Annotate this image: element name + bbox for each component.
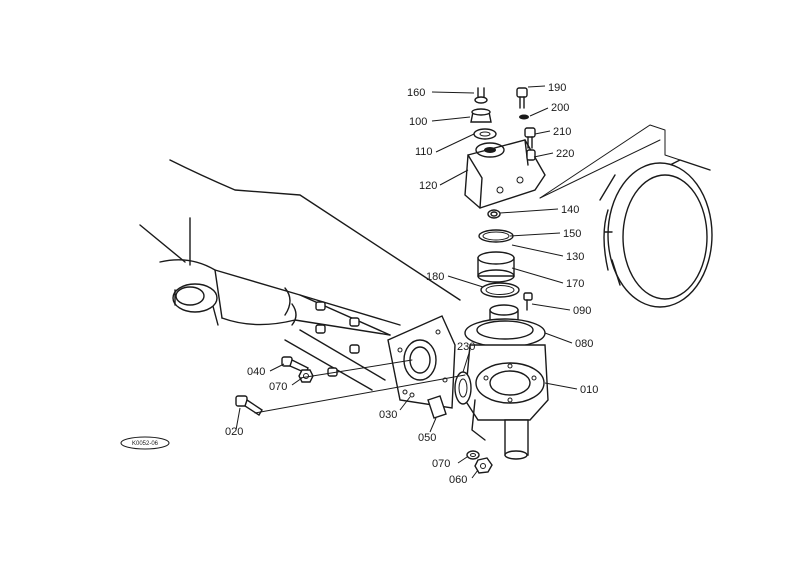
part-label-110: 110 <box>415 146 433 158</box>
center-stack <box>477 209 520 298</box>
part-label-230: 230 <box>457 341 475 353</box>
gear-case-cover <box>464 139 546 209</box>
seal-230 <box>454 371 472 405</box>
bolt-090 <box>523 292 533 311</box>
flange-plate <box>387 315 456 409</box>
steering-case <box>464 304 549 460</box>
part-label-130: 130 <box>566 251 584 263</box>
bolt-020 <box>235 395 263 416</box>
part-label-050: 050 <box>418 432 436 444</box>
right-bolt-stack <box>516 87 536 161</box>
part-label-160: 160 <box>407 87 425 99</box>
part-label-170: 170 <box>566 278 584 290</box>
leader-lines <box>235 85 578 479</box>
part-label-080: 080 <box>575 338 593 350</box>
phantom-lines <box>254 124 681 414</box>
nut-070-upper <box>298 369 314 383</box>
part-label-040: 040 <box>247 366 265 378</box>
part-label-010: 010 <box>580 384 598 396</box>
wheel-hub <box>599 159 713 308</box>
top-bolt-stack <box>470 87 497 140</box>
part-label-030: 030 <box>379 409 397 421</box>
part-label-180: 180 <box>426 271 444 283</box>
part-label-220: 220 <box>556 148 574 160</box>
part-label-120: 120 <box>419 180 437 192</box>
part-label-190: 190 <box>548 82 566 94</box>
part-label-020: 020 <box>225 426 243 438</box>
drawing-code-tag: K0052-06 <box>120 436 170 450</box>
nut-060 <box>474 457 493 474</box>
part-label-060: 060 <box>449 474 467 486</box>
part-label-150: 150 <box>563 228 581 240</box>
part-label-210: 210 <box>553 126 571 138</box>
stud-050 <box>427 395 447 419</box>
part-label-200: 200 <box>551 102 569 114</box>
part-label-100: 100 <box>409 116 427 128</box>
axle-housing-frame <box>139 159 461 391</box>
part-label-140: 140 <box>561 204 579 216</box>
drawing-code: K0052-06 <box>132 441 159 447</box>
part-label-070-upper: 070 <box>269 381 287 393</box>
nut-070-lower <box>466 450 480 460</box>
part-label-070-lower: 070 <box>432 458 450 470</box>
part-label-090: 090 <box>573 305 591 317</box>
part-labels: 160 100 110 120 190 200 210 220 140 150 … <box>225 82 598 486</box>
